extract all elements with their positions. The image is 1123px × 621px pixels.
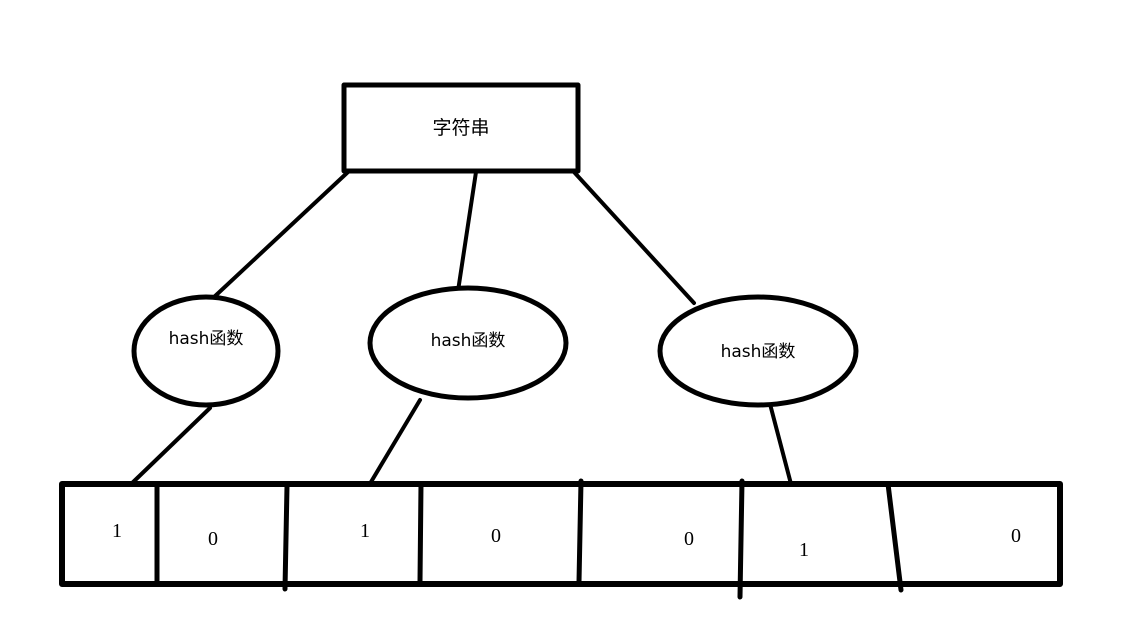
bit-cell-value-6: 1 [799,539,809,561]
edge-hash-2-to-bit-3 [363,398,422,494]
bit-array-dividers [154,478,904,600]
bit-array-divider-4 [576,478,584,585]
edges-source-to-hash [211,170,696,305]
bit-array-divider-6 [885,481,904,593]
bit-array-divider-2 [282,483,290,592]
hash-node-3[interactable] [657,294,859,408]
hash-node-1-label: hash函数 [168,329,244,349]
bit-cell-value-3: 1 [360,520,370,542]
edge-source-to-hash-1 [211,170,350,300]
bit-cell-value-7: 0 [1011,525,1021,547]
bit-array-divider-3 [417,481,424,585]
bit-cell-value-1: 1 [112,520,122,542]
bit-cell-value-5: 0 [684,528,694,550]
source-string-label: 字符串 [432,116,490,139]
bit-cell-value-4: 0 [491,525,501,547]
edge-source-to-hash-3 [572,170,696,305]
bit-array-divider-5 [737,478,745,600]
hash-node-1[interactable] [131,294,281,408]
edge-hash-1-to-bit-1 [126,406,212,489]
hash-node-2-label: hash函数 [430,331,506,351]
bit-cell-value-2: 0 [208,528,218,550]
edges-hash-to-bitarray [126,398,793,494]
hash-node-2[interactable] [367,285,569,401]
edge-hash-3-to-bit-6 [768,402,793,486]
source-string-box[interactable] [341,82,581,174]
edge-source-to-hash-2 [456,170,478,293]
hash-node-3-label: hash函数 [720,342,796,362]
